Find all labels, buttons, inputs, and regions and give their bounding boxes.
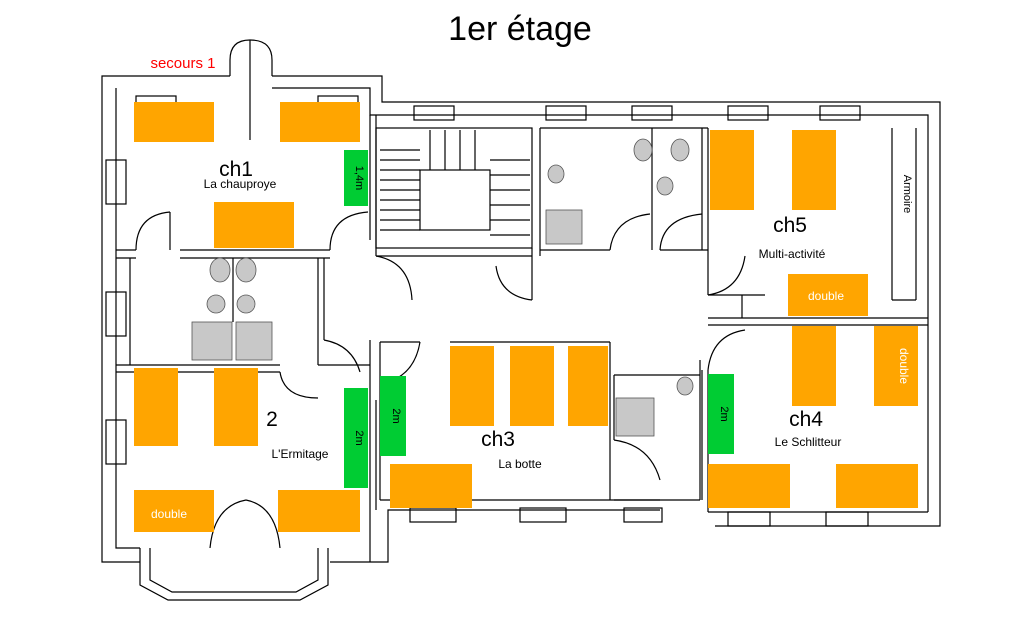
sanitary-fixtures	[191, 138, 694, 437]
exit-label: secours 1	[150, 55, 215, 72]
bed-ch3-a	[450, 346, 494, 426]
bed-ch2-b	[214, 368, 258, 446]
double-label-ch4: double	[897, 348, 911, 384]
bed-ch4-c	[708, 464, 790, 508]
windows-bottom	[409, 507, 869, 527]
windows-left	[105, 159, 127, 465]
mattress-ch4	[708, 374, 734, 454]
mattress-ch1	[344, 150, 368, 206]
room-ch1-code: ch1	[219, 158, 253, 181]
bed-ch5-b	[792, 130, 836, 210]
bed-ch3-d	[390, 464, 472, 508]
room-ch4-name: Le Schlitteur	[775, 435, 842, 449]
mattress-ch3	[380, 376, 406, 456]
mattresses	[344, 150, 734, 488]
mattress-ch2	[344, 388, 368, 488]
mattress-label-ch3: 2m	[390, 408, 402, 423]
beds	[134, 102, 918, 532]
room-ch4-code: ch4	[789, 408, 823, 431]
bed-ch2-d	[278, 490, 360, 532]
bed-ch4-a	[792, 326, 836, 406]
bed-ch1-c	[214, 202, 294, 248]
double-label-ch5: double	[808, 289, 844, 303]
room-ch5-name: Multi-activité	[759, 247, 826, 261]
bed-ch4-double	[874, 326, 918, 406]
bed-ch4-d	[836, 464, 918, 508]
bed-ch3-c	[568, 346, 608, 426]
bed-ch2-a	[134, 368, 178, 446]
room-ch5-code: ch5	[773, 214, 807, 237]
outer-walls	[101, 75, 941, 601]
bed-ch2-double	[134, 490, 214, 532]
mattress-label-ch1: 1,4m	[353, 166, 365, 190]
room-ch3-code: ch3	[481, 428, 515, 451]
double-label-ch2: double	[151, 507, 187, 521]
mattress-label-ch2: 2m	[353, 430, 365, 445]
page-title: 1er étage	[448, 10, 592, 48]
room-ch2-name: L'Ermitage	[272, 447, 329, 461]
windows-top	[135, 95, 861, 121]
armoire-label: Armoire	[901, 175, 913, 214]
exit-door	[229, 39, 273, 140]
door-swings	[135, 211, 746, 549]
bed-ch5-a	[710, 130, 754, 210]
room-ch1-name: La chauproye	[204, 177, 277, 191]
room-ch3-name: La botte	[498, 457, 542, 471]
bed-ch1-a	[134, 102, 214, 142]
bed-ch3-b	[510, 346, 554, 426]
staircase	[380, 130, 530, 236]
room-ch2-code: 2	[266, 408, 278, 431]
bed-ch1-b	[280, 102, 360, 142]
mattress-label-ch4: 2m	[718, 406, 730, 421]
bed-ch5-double	[788, 274, 868, 316]
